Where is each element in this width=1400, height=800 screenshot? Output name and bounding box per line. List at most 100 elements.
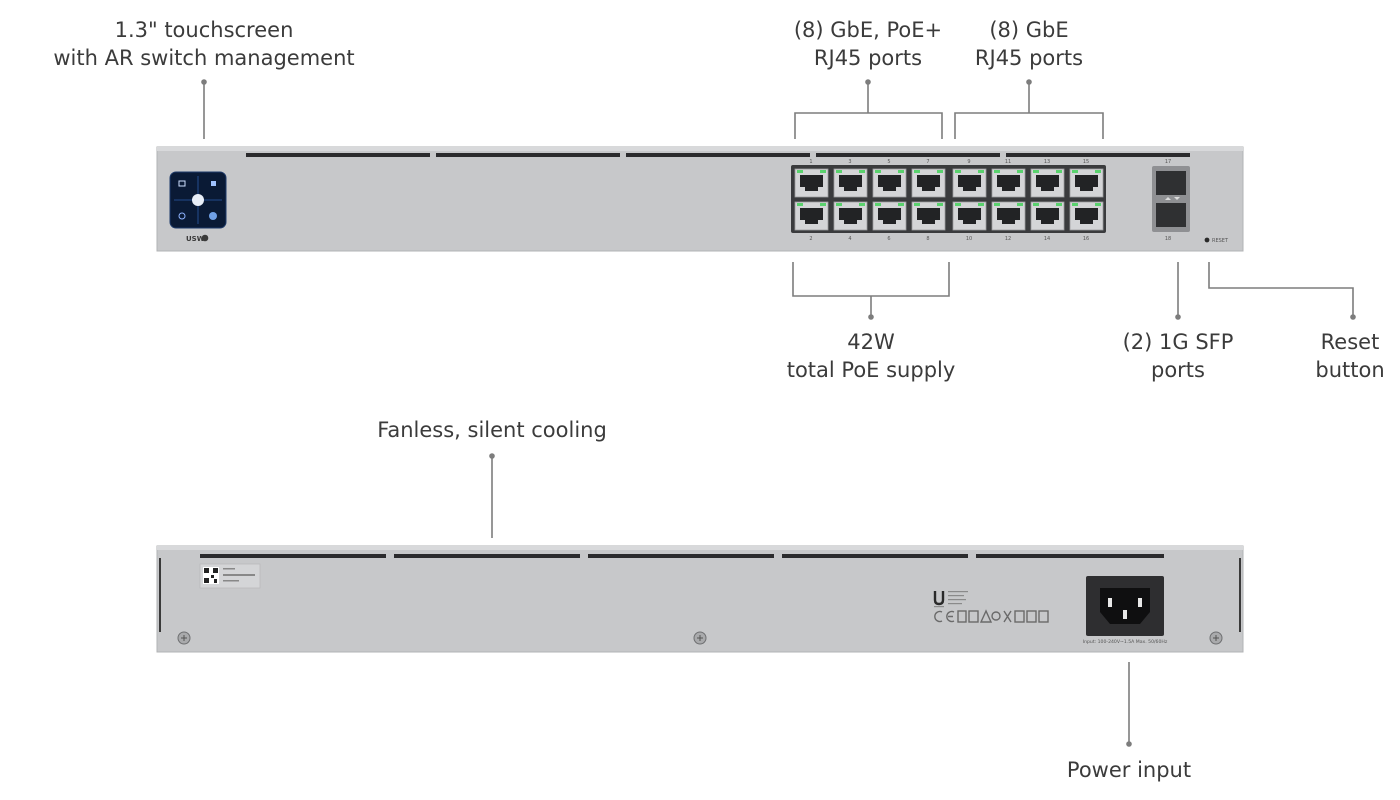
port-led-icon xyxy=(1095,170,1101,173)
port-number-label: 13 xyxy=(1044,159,1050,165)
rj45-port-3[interactable] xyxy=(833,168,868,198)
ubiquiti-logo-icon xyxy=(933,591,945,606)
chassis-screws xyxy=(177,631,1223,645)
poe-ports-bracket xyxy=(794,112,943,139)
sfp-label-bottom: 18 xyxy=(1165,236,1171,242)
port-number-label: 7 xyxy=(926,159,929,165)
callout-poe-supply-line2: total PoE supply xyxy=(786,358,956,382)
port-led-icon xyxy=(955,203,961,206)
port-led-icon xyxy=(820,203,826,206)
port-number-label: 3 xyxy=(848,159,851,165)
rear-vents xyxy=(200,554,1164,558)
port-led-icon xyxy=(797,203,803,206)
serial-sticker xyxy=(199,563,261,589)
callout-sfp-ports-line2: ports xyxy=(1151,358,1205,382)
brand-label: USW xyxy=(186,235,205,243)
rj45-port-16[interactable] xyxy=(1069,201,1104,231)
port-led-icon xyxy=(898,203,904,206)
rj45-port-14[interactable] xyxy=(1030,201,1065,231)
poe-supply-bracket xyxy=(792,262,950,297)
port-led-icon xyxy=(978,203,984,206)
callout-sfp-ports-line1: (2) 1G SFP xyxy=(1122,330,1234,354)
port-led-icon xyxy=(978,170,984,173)
port-number-label: 9 xyxy=(967,159,970,165)
gbe-ports-bracket xyxy=(954,112,1104,139)
port-led-icon xyxy=(875,170,881,173)
port-led-icon xyxy=(994,170,1000,173)
port-number-label: 2 xyxy=(809,236,812,242)
leader-lines xyxy=(203,82,1354,744)
callout-reset-line2: button xyxy=(1315,358,1385,382)
port-led-icon xyxy=(1017,170,1023,173)
port-led-icon xyxy=(1017,203,1023,206)
sfp-port-17[interactable] xyxy=(1156,171,1186,195)
sfp-cage xyxy=(1152,166,1190,232)
reset-button[interactable] xyxy=(1204,237,1210,243)
port-led-icon xyxy=(1072,170,1078,173)
port-led-icon xyxy=(836,203,842,206)
port-led-icon xyxy=(1095,203,1101,206)
rj45-port-6[interactable] xyxy=(872,201,907,231)
callout-reset-line1: Reset xyxy=(1320,330,1380,354)
callout-poe-ports-line1: (8) GbE, PoE+ xyxy=(793,18,943,42)
callout-poe-supply: 42W total PoE supply xyxy=(787,328,956,384)
callout-power: Power input xyxy=(1067,756,1191,784)
rj45-port-15[interactable] xyxy=(1069,168,1104,198)
touchscreen-display[interactable] xyxy=(169,171,227,229)
port-led-icon xyxy=(955,170,961,173)
port-led-icon xyxy=(1072,203,1078,206)
power-icon xyxy=(201,234,209,242)
regulatory-marks xyxy=(933,591,1049,623)
callout-cooling-line1: Fanless, silent cooling xyxy=(377,418,607,442)
screw-icon xyxy=(177,631,191,645)
port-number-label: 4 xyxy=(848,236,851,242)
port-led-icon xyxy=(1033,203,1039,206)
rj45-port-5[interactable] xyxy=(872,168,907,198)
reset-leader xyxy=(1208,262,1354,317)
rj45-port-7[interactable] xyxy=(911,168,946,198)
port-number-label: 6 xyxy=(887,236,890,242)
port-number-label: 12 xyxy=(1005,236,1011,242)
rj45-port-9[interactable] xyxy=(952,168,987,198)
callout-reset: Reset button xyxy=(1315,328,1384,384)
port-led-icon xyxy=(820,170,826,173)
port-led-icon xyxy=(1056,203,1062,206)
port-number-label: 11 xyxy=(1005,159,1011,165)
power-inlet[interactable] xyxy=(1086,576,1164,636)
screw-icon xyxy=(1209,631,1223,645)
reset-label: RESET xyxy=(1212,238,1229,244)
callout-touchscreen-line1: 1.3" touchscreen xyxy=(114,18,294,42)
callout-poe-supply-line1: 42W xyxy=(847,330,895,354)
port-led-icon xyxy=(797,170,803,173)
port-led-icon xyxy=(937,203,943,206)
power-rating-label: Input: 100-240V~1.5A Max. 50/60Hz xyxy=(1083,639,1168,645)
callout-touchscreen: 1.3" touchscreen with AR switch manageme… xyxy=(53,16,354,72)
rj45-port-12[interactable] xyxy=(991,201,1026,231)
callout-gbe-ports-line1: (8) GbE xyxy=(989,18,1069,42)
rj45-port-11[interactable] xyxy=(991,168,1026,198)
port-led-icon xyxy=(898,170,904,173)
callout-gbe-ports-line2: RJ45 ports xyxy=(974,46,1084,70)
sfp-port-18[interactable] xyxy=(1156,203,1186,227)
rj45-port-10[interactable] xyxy=(952,201,987,231)
port-number-label: 15 xyxy=(1083,159,1089,165)
rj45-port-4[interactable] xyxy=(833,201,868,231)
port-led-icon xyxy=(859,170,865,173)
sfp-down-arrow-icon xyxy=(1174,197,1180,200)
port-led-icon xyxy=(836,170,842,173)
port-led-icon xyxy=(1056,170,1062,173)
rj45-port-2[interactable] xyxy=(794,201,829,231)
rj45-port-8[interactable] xyxy=(911,201,946,231)
port-led-icon xyxy=(859,203,865,206)
rj45-port-block xyxy=(791,165,1106,233)
callout-poe-ports: (8) GbE, PoE+ RJ45 ports xyxy=(794,16,942,72)
port-number-label: 14 xyxy=(1044,236,1050,242)
rj45-port-13[interactable] xyxy=(1030,168,1065,198)
rj45-port-1[interactable] xyxy=(794,168,829,198)
callout-gbe-ports: (8) GbE RJ45 ports xyxy=(975,16,1083,72)
